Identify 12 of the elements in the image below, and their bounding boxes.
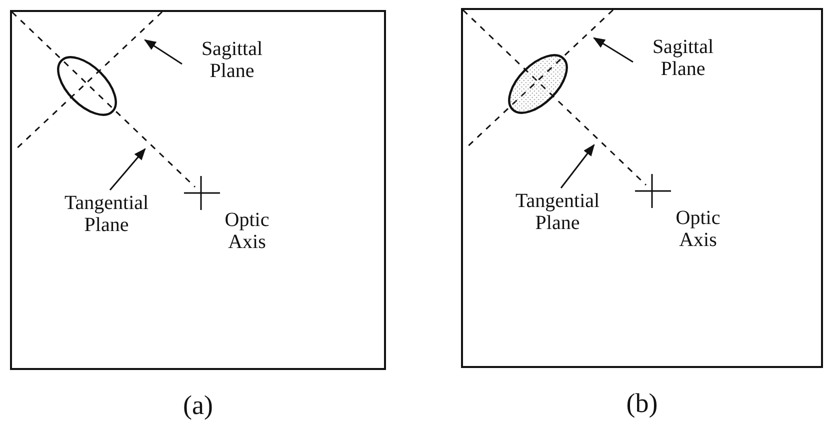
plane-label: Tangential Plane [495,190,620,234]
leader-arrow [592,37,634,63]
leader-arrow [144,39,182,65]
leader-arrow [560,144,595,188]
plane-label: Optic Axis [212,209,282,253]
leader-arrow [109,148,146,190]
plane-label: Tangential Plane [44,192,169,236]
panel-caption: (a) [183,390,213,421]
plane-label: Sagittal Plane [182,38,282,82]
plane-label: Optic Axis [663,207,733,251]
plane-label: Sagittal Plane [633,36,733,80]
panel-caption: (b) [626,388,658,419]
